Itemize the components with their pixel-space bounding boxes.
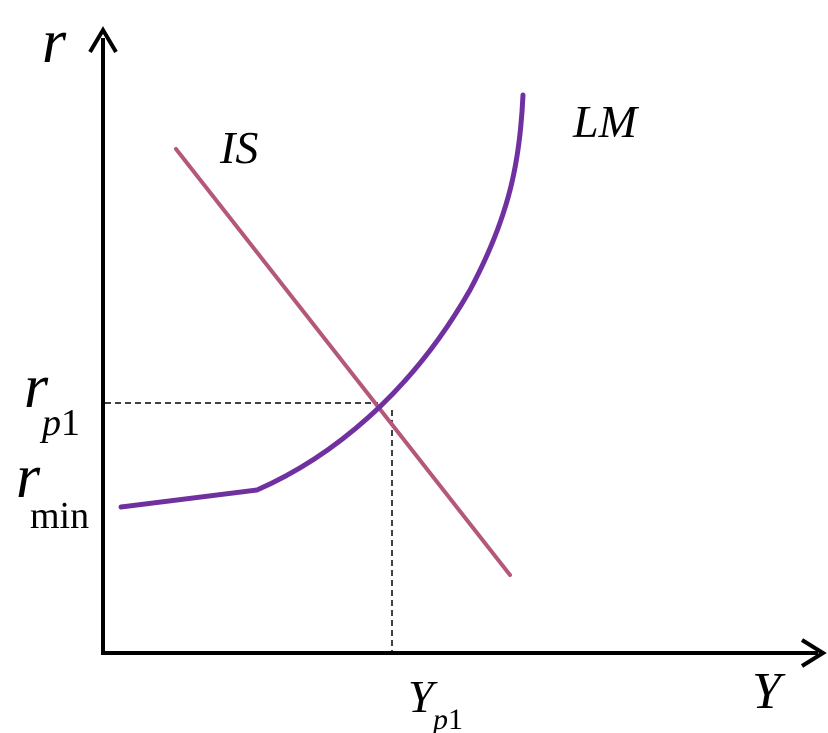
x-axis-label: Y [752,663,786,720]
y-axis-arrowhead [88,26,118,54]
r-min-symbol: r [16,443,41,511]
r-p1-symbol: r [24,353,49,421]
r-p1-label: r p1 [24,353,80,444]
is-curve [174,147,512,577]
lm-curve-label: LM [572,96,640,147]
y-p1-symbol: Y [408,671,438,722]
is-curve-label: IS [219,122,258,173]
r-min-label: r min [16,443,89,537]
r-p1-subscript: p1 [39,402,80,444]
y-p1-label: Y p1 [408,671,463,733]
r-min-subscript: min [30,495,89,537]
y-p1-subscript: p1 [431,703,463,733]
lm-curve [118,92,526,510]
x-axis-arrowhead [800,638,827,668]
y-axis-label: r [42,8,67,76]
